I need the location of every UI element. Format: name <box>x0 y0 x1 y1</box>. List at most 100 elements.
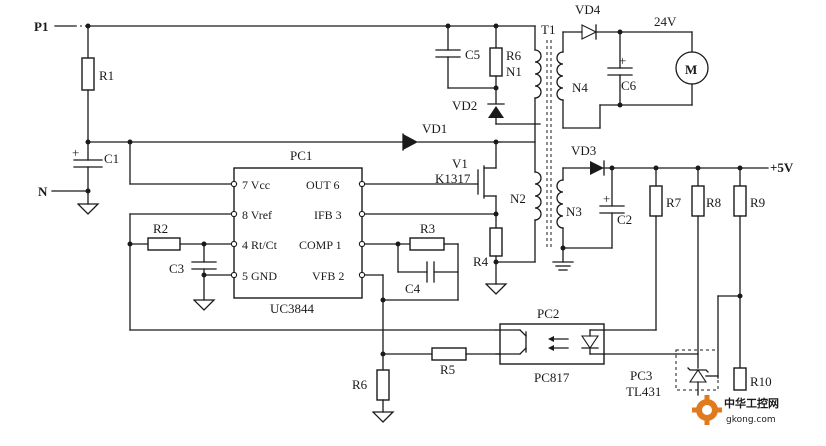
pin-out-label: OUT 6 <box>306 178 339 192</box>
vd3-label: VD3 <box>571 143 596 158</box>
resistor-r4 <box>489 227 503 257</box>
watermark-line1: 中华工控网 <box>724 396 779 410</box>
light-arrow-head <box>548 336 554 342</box>
r6-lower-label: R6 <box>352 377 368 392</box>
ground-icon <box>77 203 100 215</box>
opto-ref-label: PC2 <box>537 306 559 321</box>
resistor-r1 <box>81 57 95 91</box>
optocoupler-pc817: PC2 PC817 <box>495 306 677 385</box>
pin-comp <box>358 240 366 248</box>
mosfet-part-label: K1317 <box>435 171 471 186</box>
tl431-bar <box>687 367 709 373</box>
light-arrow-head <box>548 345 554 351</box>
resistor-r6 <box>489 47 503 77</box>
r9-label: R9 <box>750 195 765 210</box>
opto-part-label: PC817 <box>534 370 570 385</box>
pin-rtct <box>230 240 238 248</box>
phototransistor-emitter <box>519 347 527 355</box>
output-24v: VD4 24V + C6 M <box>562 2 709 129</box>
motor-label: M <box>685 62 697 77</box>
winding-n1 <box>534 49 542 99</box>
diode-vd1: VD1 <box>402 121 501 151</box>
transformer-t1: T1 N4 N2 N3 <box>510 22 588 250</box>
resistor-r8 <box>691 185 705 217</box>
junction-dot <box>127 139 133 145</box>
gear-logo-icon <box>692 395 722 425</box>
junction-dot <box>493 211 499 217</box>
feedback-divider: R6 R5 <box>352 347 501 423</box>
junction-dot <box>560 245 566 251</box>
winding-n4 <box>556 51 564 101</box>
ic-body <box>233 167 363 299</box>
c1-polarity: + <box>72 145 79 160</box>
primary-snubber: C5 R6 N1 VD2 <box>435 23 541 125</box>
junction-dot <box>493 139 499 145</box>
r4-label: R4 <box>473 254 489 269</box>
vd4-label: VD4 <box>575 2 601 17</box>
pin-vref <box>230 210 238 218</box>
pin-ifb <box>358 210 366 218</box>
t1-label: T1 <box>541 22 555 37</box>
watermark-line2: gkong.com <box>726 415 776 425</box>
resistor-r7 <box>649 185 663 217</box>
pin-gnd <box>230 271 238 279</box>
watermark: 中华工控网 gkong.com <box>692 395 779 425</box>
diode-vd3-body <box>590 161 604 175</box>
resistor-r3 <box>409 237 445 251</box>
ground-icon <box>372 411 395 423</box>
vd1-label: VD1 <box>422 121 447 136</box>
n4-label: N4 <box>572 80 588 95</box>
mosfet-ref-label: V1 <box>452 156 468 171</box>
r7-label: R7 <box>666 195 682 210</box>
r2-label: R2 <box>153 221 168 236</box>
vd2-label: VD2 <box>452 98 477 113</box>
r6-label: R6 <box>506 48 522 63</box>
pin-vref-label: 8 Vref <box>242 208 272 222</box>
junction-dot <box>201 272 207 278</box>
winding-n2 <box>534 171 542 221</box>
c1-label: C1 <box>104 151 119 166</box>
output-5v: VD3 +5V + C2 R7 R8 R9 <box>552 143 794 391</box>
mosfet-v1: V1 K1317 R4 <box>364 123 536 295</box>
pin-out <box>358 180 366 188</box>
pin-rtct-label: 4 Rt/Ct <box>242 238 278 252</box>
terminal-n-label: N <box>38 184 48 199</box>
pin-vfb <box>358 271 366 279</box>
c6-label: C6 <box>621 78 637 93</box>
comp-network: R3 C4 <box>364 221 459 357</box>
pin-vfb-label: VFB 2 <box>312 269 344 283</box>
diode-vd4-body <box>581 24 598 40</box>
junction-dot <box>85 188 91 194</box>
ground-icon <box>485 283 508 295</box>
r1-label: R1 <box>99 68 114 83</box>
opto-body <box>499 323 605 365</box>
c3-label: C4 <box>405 281 421 296</box>
n2-label: N2 <box>510 191 526 206</box>
24v-label: 24V <box>654 14 677 29</box>
c2-label: C3 <box>169 261 184 276</box>
ic-ref-label: PC1 <box>290 148 312 163</box>
ic-part-label: UC3844 <box>270 301 315 316</box>
tl431-outline <box>675 349 719 391</box>
tl431-regulator: PC3 TL431 <box>626 349 719 399</box>
ground-icon <box>193 299 216 311</box>
ic-uc3844: PC1 UC3844 7 Vcc 8 Vref 4 Rt/Ct 5 GND OU… <box>230 148 366 316</box>
tl431-body <box>688 369 708 383</box>
n3-label: N3 <box>566 204 582 219</box>
resistor-r9 <box>733 185 747 217</box>
r3-label: R3 <box>420 221 435 236</box>
resistor-r10 <box>733 367 747 391</box>
tl431-label: TL431 <box>626 384 661 399</box>
c5-polarity: + <box>603 191 610 206</box>
junction-dot <box>493 259 499 265</box>
c5-label: C2 <box>617 212 632 227</box>
timing-network: R2 C3 <box>127 213 497 331</box>
terminal-p1-label: P1 <box>34 19 48 34</box>
pc3-label: PC3 <box>630 368 652 383</box>
c6-polarity: + <box>619 53 626 68</box>
winding-n3 <box>556 179 564 229</box>
junction-dot <box>617 102 623 108</box>
5v-label: +5V <box>770 160 794 175</box>
